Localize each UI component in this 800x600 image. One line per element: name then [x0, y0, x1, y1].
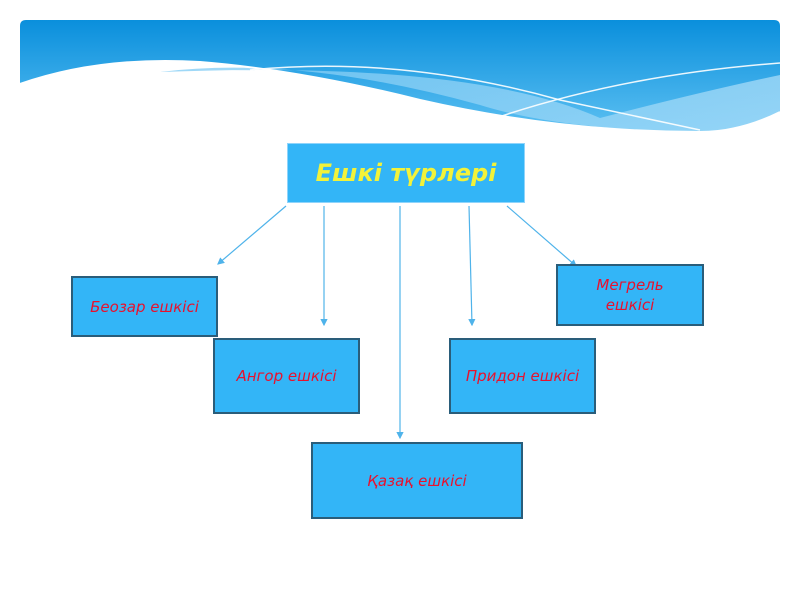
arrow-to-beozar	[217, 205, 287, 265]
node-beozar: Беозар ешкісі	[71, 276, 218, 337]
node-label: Қазақ ешкісі	[367, 471, 467, 490]
node-megrel: Мегрель ешкісі	[556, 264, 704, 326]
header-wave-banner	[19, 20, 781, 134]
arrow-to-megrel	[506, 205, 577, 267]
node-pridon: Придон ешкісі	[449, 338, 596, 414]
node-label: Мегрель ешкісі	[596, 276, 664, 314]
node-kazak: Қазақ ешкісі	[311, 442, 523, 519]
node-label: Придон ешкісі	[465, 367, 580, 385]
root-node: Ешкі түрлері	[287, 143, 525, 203]
node-angor: Ангор ешкісі	[213, 338, 360, 414]
root-label: Ешкі түрлері	[315, 159, 497, 187]
arrow-to-pridon	[468, 205, 476, 327]
node-label: Ангор ешкісі	[236, 367, 337, 385]
node-label: Беозар ешкісі	[90, 297, 199, 316]
